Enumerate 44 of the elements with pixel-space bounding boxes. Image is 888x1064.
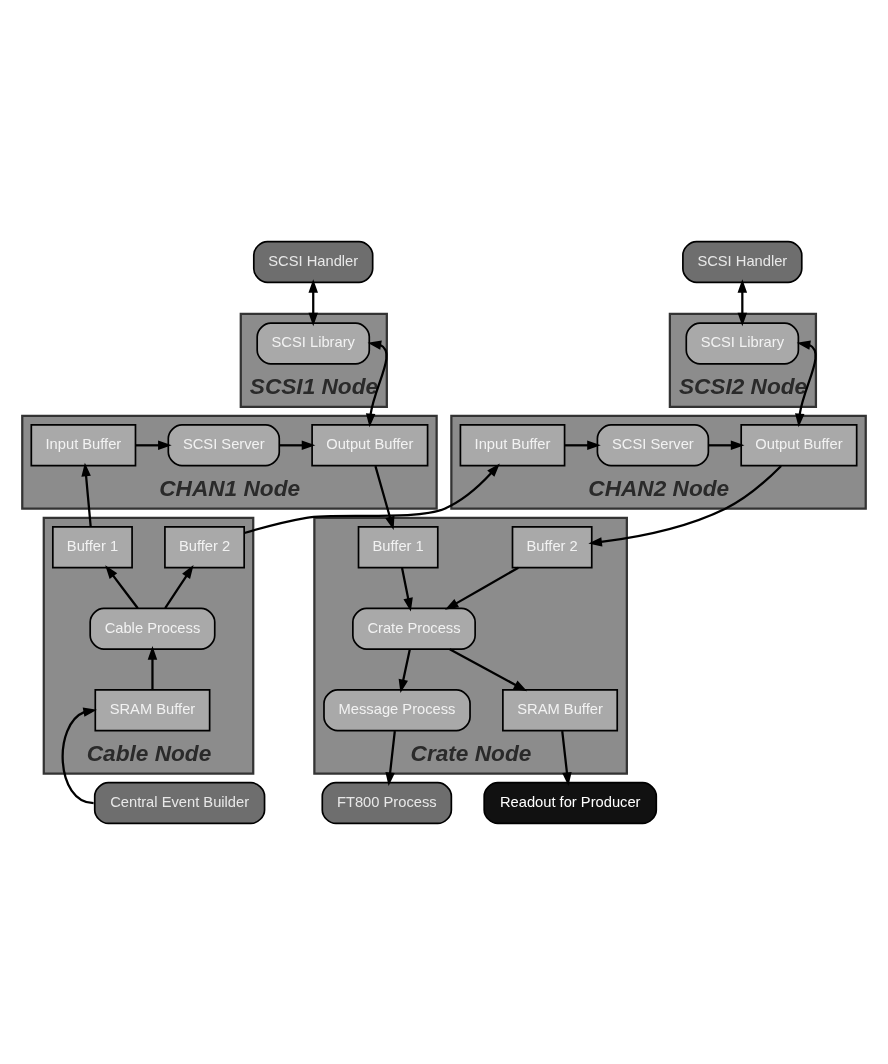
- node-box: SRAM Buffer: [94, 688, 211, 731]
- node-box: SCSI Server: [596, 423, 710, 467]
- arrow: [61, 706, 97, 804]
- arrow: [135, 440, 172, 450]
- node-box: Buffer 1: [357, 525, 439, 568]
- node-box: Central Event Builder: [93, 781, 266, 824]
- arrow: [308, 278, 318, 326]
- arrow: [81, 462, 92, 527]
- arrow: [708, 440, 745, 450]
- node-box: Buffer 1: [52, 525, 133, 568]
- node-box: Input Buffer: [30, 423, 137, 467]
- arrow: [449, 647, 528, 691]
- arrow: [444, 566, 519, 610]
- node-box: Readout for Producer: [483, 781, 658, 824]
- arrow: [279, 440, 316, 450]
- node-box: SCSI Handler: [252, 240, 374, 283]
- arrow: [147, 645, 158, 690]
- node-box: Message Process: [323, 688, 471, 731]
- arrow: [243, 462, 500, 534]
- node-box: Input Buffer: [459, 423, 566, 467]
- node-box: SCSI Library: [685, 321, 800, 365]
- arrow: [588, 464, 782, 547]
- arrow: [164, 564, 194, 609]
- arrow: [400, 567, 413, 612]
- node-box: Output Buffer: [311, 423, 429, 467]
- node-box: FT800 Process: [321, 781, 453, 824]
- arrow: [794, 339, 817, 427]
- arrow: [737, 278, 748, 326]
- node-box: Buffer 2: [511, 525, 593, 568]
- node-box: SRAM Buffer: [502, 688, 619, 731]
- node-box: Crate Process: [352, 607, 476, 650]
- arrow: [385, 730, 396, 786]
- arrow: [564, 440, 601, 450]
- node-box: SCSI Library: [256, 321, 371, 365]
- arrow: [561, 730, 572, 786]
- node-box: Buffer 2: [164, 525, 245, 568]
- node-box: Output Buffer: [740, 423, 858, 467]
- arrow: [105, 564, 139, 609]
- arrow: [374, 465, 395, 530]
- node-box: Cable Process: [89, 607, 216, 650]
- arrow: [398, 648, 411, 693]
- arrow: [365, 339, 388, 427]
- node-box: SCSI Handler: [682, 240, 803, 283]
- node-box: SCSI Server: [167, 423, 281, 467]
